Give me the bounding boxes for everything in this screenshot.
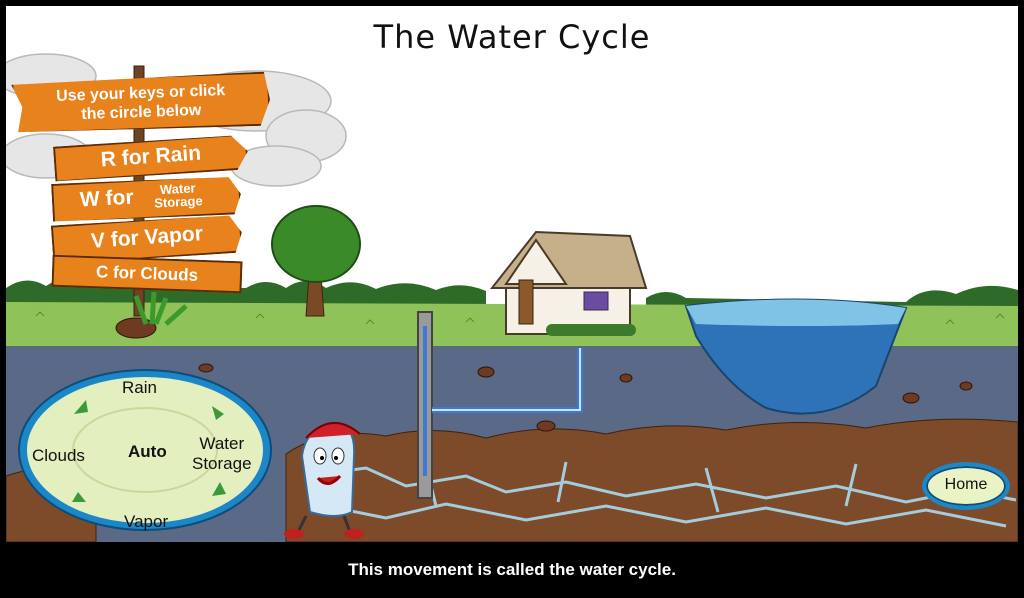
nav-water-line-2: Storage <box>192 454 252 473</box>
home-button[interactable]: Home <box>922 462 1010 510</box>
water-drop-mascot <box>284 421 364 539</box>
tree <box>271 205 361 317</box>
well-pipe <box>417 311 583 499</box>
nav-clouds[interactable]: Clouds <box>32 446 85 465</box>
sign-water-prefix: W for <box>79 185 135 212</box>
nav-vapor[interactable]: Vapor <box>124 512 169 531</box>
game-stage: The Water Cycle Use your keys or click t… <box>6 6 1018 542</box>
cycle-ring-icon <box>18 369 272 531</box>
caption-text: This movement is called the water cycle. <box>348 560 676 579</box>
sign-water-line-2: Storage <box>153 193 203 211</box>
sign-clouds: C for Clouds <box>51 255 242 294</box>
water-cycle-scene <box>6 53 1018 542</box>
sign-water-words: Water Storage <box>153 181 203 209</box>
nav-water-line-1: Water <box>199 434 245 453</box>
cycle-navigator[interactable]: Rain Clouds Auto Water Storage Vapor <box>16 366 274 534</box>
nav-water-storage[interactable]: Water Storage <box>192 434 252 474</box>
nav-auto[interactable]: Auto <box>128 442 167 461</box>
page-title: The Water Cycle <box>373 18 651 56</box>
nav-rain[interactable]: Rain <box>122 378 157 397</box>
house <box>489 230 648 336</box>
